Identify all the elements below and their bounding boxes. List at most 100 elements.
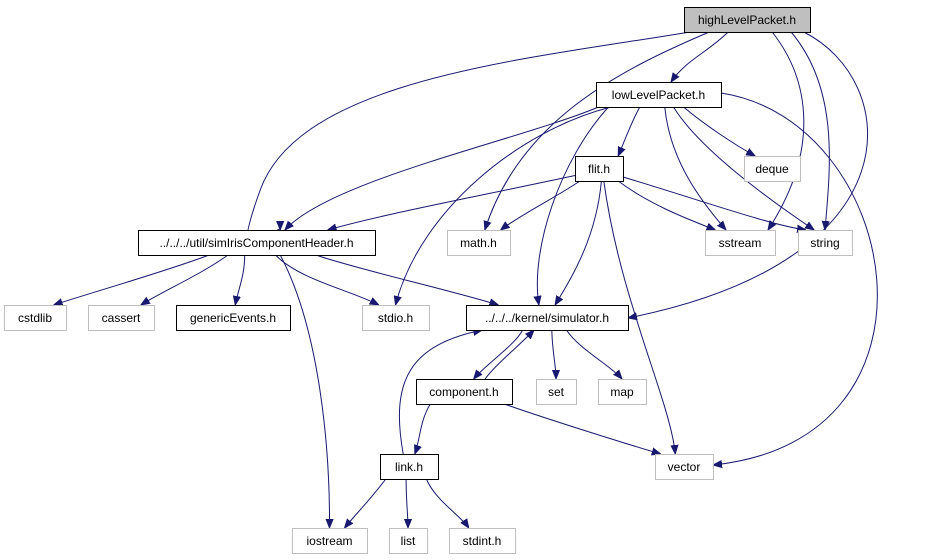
edge-highLevelPacket-to-simulator [628, 31, 869, 318]
edge-simulator-to-component [474, 329, 524, 379]
node-label: string [810, 236, 839, 250]
node-box [292, 528, 368, 554]
node-label: map [610, 385, 634, 399]
edge-simIrisComponentHeader-to-genericEvents [235, 254, 246, 305]
node-box [684, 7, 811, 33]
node-label: list [401, 534, 416, 548]
node-list: list [389, 528, 428, 554]
node-label: genericEvents.h [190, 311, 276, 325]
node-cassert: cassert [88, 305, 155, 331]
edge-component-to-link [415, 403, 431, 454]
edge-highLevelPacket-to-math [485, 31, 710, 230]
edge-lowLevelPacket-to-vector [713, 92, 878, 465]
node-link[interactable]: link.h [380, 454, 439, 480]
node-box [798, 230, 853, 256]
node-box [655, 454, 714, 480]
edge-flit-to-simulator [555, 180, 602, 305]
node-label: component.h [429, 385, 498, 399]
edge-simulator-to-set [551, 329, 556, 379]
edge-link-to-list [406, 478, 408, 528]
node-label: sstream [719, 236, 762, 250]
node-layer: highLevelPacket.h lowLevelPacket.h flit.h d… [4, 7, 853, 554]
node-box [575, 156, 624, 182]
edge-flit-to-vector [603, 180, 676, 454]
node-box [176, 305, 291, 331]
edge-simIrisComponentHeader-to-cassert [141, 254, 229, 305]
edge-lowLevelPacket-to-simIrisComponentHeader [285, 106, 599, 230]
node-box [744, 156, 801, 182]
edge-lowLevelPacket-to-simulator [537, 106, 609, 305]
edge-component-to-vector [504, 403, 660, 454]
edge-simIrisComponentHeader-to-iostream [279, 254, 329, 528]
edge-highLevelPacket-to-string [790, 31, 829, 230]
node-label: lowLevelPacket.h [612, 88, 705, 102]
node-box [88, 305, 155, 331]
node-box [389, 528, 428, 554]
edge-simIrisComponentHeader-to-simulator [315, 254, 499, 305]
node-box [4, 305, 67, 331]
edge-link-to-simulator [398, 330, 482, 455]
node-simIrisComponentHeader[interactable]: ../../../util/simIrisComponentHeader.h [138, 230, 376, 256]
node-component[interactable]: component.h [416, 379, 513, 405]
node-box [596, 82, 722, 108]
edge-component-to-simulator [484, 330, 534, 380]
node-label: cstdlib [18, 311, 52, 325]
node-map: map [598, 379, 647, 405]
node-label: math.h [460, 236, 497, 250]
node-box [362, 305, 430, 331]
edge-lowLevelPacket-to-deque [683, 106, 756, 156]
edge-simulator-to-map [566, 329, 622, 379]
edge-lowLevelPacket-to-sstream [664, 106, 726, 230]
edge-flit-to-simIrisComponentHeader [328, 174, 578, 230]
edge-highLevelPacket-to-sstream [768, 31, 805, 230]
node-box [466, 305, 629, 331]
node-label: iostream [306, 534, 352, 548]
node-label: highLevelPacket.h [698, 13, 796, 27]
node-box [138, 230, 376, 256]
node-highLevelPacket[interactable]: highLevelPacket.h [684, 7, 811, 33]
node-label: stdio.h [378, 311, 413, 325]
node-simulator[interactable]: ../../../kernel/simulator.h [466, 305, 629, 331]
node-set: set [536, 379, 577, 405]
node-iostream: iostream [292, 528, 368, 554]
edge-simIrisComponentHeader-to-cstdlib [54, 254, 210, 305]
edge-lowLevelPacket-to-flit [618, 106, 641, 156]
edge-lowLevelPacket-to-stdio [396, 106, 612, 305]
edge-lowLevelPacket-to-string [673, 106, 815, 230]
node-label: ../../../util/simIrisComponentHeader.h [159, 236, 353, 250]
node-label: deque [755, 162, 789, 176]
node-lowLevelPacket[interactable]: lowLevelPacket.h [596, 82, 722, 108]
node-math: math.h [447, 230, 511, 256]
node-stdint: stdint.h [449, 528, 516, 554]
node-deque: deque [744, 156, 801, 182]
node-label: ../../../kernel/simulator.h [485, 311, 609, 325]
node-label: stdint.h [463, 534, 502, 548]
node-sstream: sstream [705, 230, 776, 256]
edge-link-to-iostream [345, 478, 387, 528]
node-box [380, 454, 439, 480]
node-box [705, 230, 776, 256]
node-box [536, 379, 577, 405]
edge-flit-to-math [501, 180, 581, 230]
node-label: vector [668, 460, 701, 474]
edge-simIrisComponentHeader-to-stdio [275, 254, 378, 305]
edge-highLevelPacket-to-simIrisComponentHeader [246, 31, 691, 250]
node-box [449, 528, 516, 554]
node-box [416, 379, 513, 405]
node-label: flit.h [588, 162, 610, 176]
node-flit[interactable]: flit.h [575, 156, 624, 182]
edge-flit-to-sstream [617, 180, 715, 230]
node-string: string [798, 230, 853, 256]
node-box [598, 379, 647, 405]
edge-flit-to-string [622, 176, 806, 230]
node-genericEvents[interactable]: genericEvents.h [176, 305, 291, 331]
node-cstdlib: cstdlib [4, 305, 67, 331]
edge-highLevelPacket-to-lowLevelPacket [671, 31, 729, 82]
node-label: cassert [102, 311, 141, 325]
node-label: set [548, 385, 565, 399]
node-stdio: stdio.h [362, 305, 430, 331]
edge-layer [54, 31, 878, 528]
node-box [447, 230, 511, 256]
edge-link-to-stdint [425, 478, 468, 528]
